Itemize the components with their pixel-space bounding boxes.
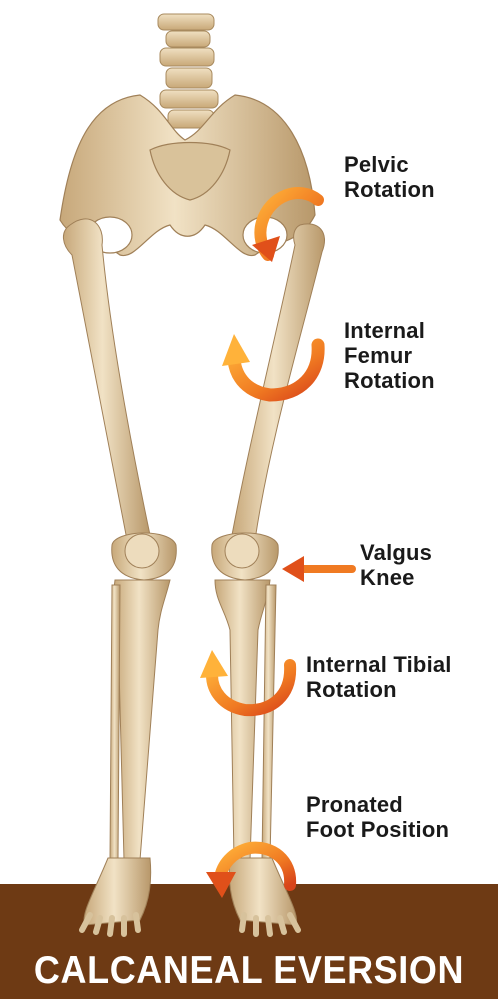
pelvic-rotation-line1: Pelvic <box>344 152 435 177</box>
knee-valgus-arrow <box>282 556 352 582</box>
pelvic-rotation-line2: Rotation <box>344 177 435 202</box>
pronated-foot-label: Pronated Foot Position <box>306 792 449 842</box>
calcaneal-eversion-banner: CALCANEAL EVERSION <box>0 938 498 1001</box>
femur-rotation-line2: Femur <box>344 343 435 368</box>
pelvic-rotation-label: Pelvic Rotation <box>344 152 435 202</box>
pronated-foot-line1: Pronated <box>306 792 449 817</box>
femur-rotation-label: Internal Femur Rotation <box>344 318 435 393</box>
pronated-foot-line2: Foot Position <box>306 817 449 842</box>
femurs <box>63 219 324 545</box>
valgus-knee-line1: Valgus <box>360 540 432 565</box>
tibial-rotation-line2: Rotation <box>306 677 452 702</box>
tibial-rotation-line1: Internal Tibial <box>306 652 452 677</box>
valgus-knee-label: Valgus Knee <box>360 540 432 590</box>
knees <box>112 533 278 580</box>
tibial-rotation-label: Internal Tibial Rotation <box>306 652 452 702</box>
spine <box>158 14 218 128</box>
femur-rotation-line1: Internal <box>344 318 435 343</box>
femur-rotation-line3: Rotation <box>344 368 435 393</box>
valgus-knee-line2: Knee <box>360 565 432 590</box>
lower-legs <box>110 580 276 860</box>
feet <box>82 858 298 934</box>
